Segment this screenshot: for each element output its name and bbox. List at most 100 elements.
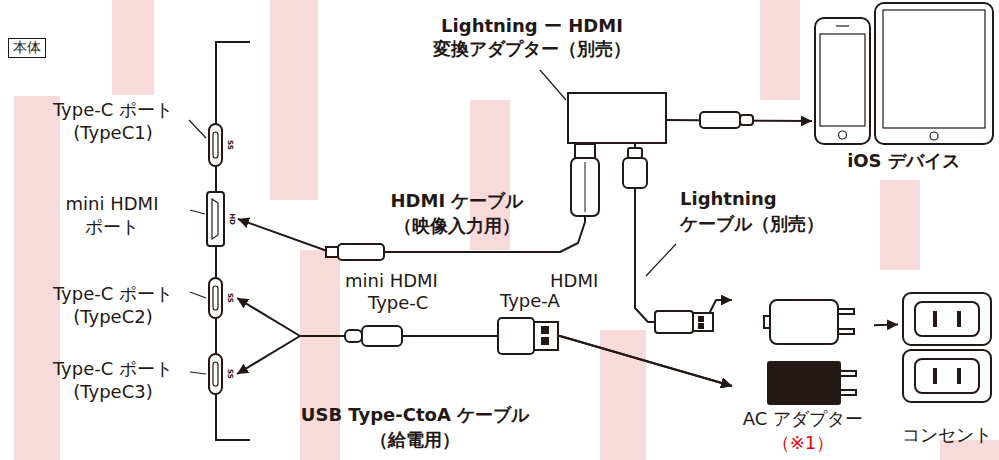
watermark: [270, 0, 318, 200]
type-c-port: [213, 132, 218, 158]
leader-line: [189, 120, 206, 138]
port-glyph: SS: [226, 293, 233, 303]
usb-c-plug: [345, 326, 402, 346]
outlet: コンセント: [898, 288, 996, 446]
ac-adapter-black: [840, 371, 856, 376]
port-shape: [207, 276, 237, 320]
wall-outlet: [915, 302, 979, 336]
type-c-port: [209, 354, 222, 394]
type-c-port: [209, 124, 222, 166]
ac-adapter-black: [768, 362, 840, 404]
hdmi-port: [207, 192, 224, 246]
node-heading: mini HDMI ポート: [37, 192, 187, 239]
cable-connector: [237, 298, 732, 386]
mini-hdmi-plug: [326, 244, 384, 260]
plug-label: HDMI: [550, 270, 598, 292]
hdmi-plug: [585, 162, 586, 212]
usb-a-plug: [498, 311, 713, 354]
port-shape: [207, 352, 237, 396]
leader-line: [540, 70, 566, 100]
node-label: （※1）: [772, 431, 835, 454]
type-c-port: [209, 278, 222, 318]
watermark: [112, 0, 154, 95]
hdmi-port: [207, 192, 224, 246]
hdmi-plug: [575, 144, 595, 158]
smartphone: [820, 34, 865, 126]
ac-adapter-white: [838, 329, 854, 334]
ac-adapter-white: [764, 316, 770, 328]
port-glyph: HD: [228, 213, 235, 225]
ios-device-shape: [812, 2, 995, 172]
leader-line: [190, 372, 206, 374]
leader-line: [189, 70, 676, 374]
wall-outlet: [903, 293, 991, 345]
usb-a-plug: [693, 313, 713, 331]
leader-line: [190, 292, 206, 298]
usb-c-plug: [345, 330, 362, 342]
ac-adapter: AC アダプター（※1）: [732, 288, 874, 454]
tablet: [883, 10, 985, 128]
type-c-port: [209, 278, 222, 318]
lightning-plug: [740, 115, 753, 125]
leader-line: [646, 244, 676, 276]
usb-a-plug: [542, 338, 548, 344]
wall-outlet: [915, 359, 979, 393]
mini-hdmi-plug: [338, 244, 384, 260]
watermark: [760, 0, 800, 100]
hdmi-port: [212, 199, 218, 239]
port-glyph: SS: [226, 369, 233, 379]
wall-outlet: [903, 293, 991, 402]
plug-label: Type-A: [500, 290, 560, 312]
port: Type-C ポート (TypeC2): [207, 276, 237, 320]
usb-a-plug: [699, 317, 703, 321]
type-c-port: [209, 124, 222, 166]
usb-a-plug: [699, 324, 703, 328]
type-c-port: [213, 286, 218, 310]
tablet: [930, 132, 938, 140]
plug-label: Type-C: [368, 292, 428, 314]
wall-outlet: [933, 368, 937, 384]
tablet: [875, 3, 993, 144]
node-label: AC アダプター: [743, 407, 863, 430]
watermark: [300, 250, 340, 460]
port-glyph: SS: [226, 140, 233, 150]
ac-adapter-white: [770, 300, 838, 344]
lightning-plug: [628, 148, 642, 158]
node-heading: Type-C ポート (TypeC3): [38, 357, 188, 404]
cable-connector: [238, 144, 585, 252]
hdmi-plug: [571, 144, 599, 216]
hdmi-plug: [571, 158, 599, 216]
wall-outlet: [957, 311, 961, 327]
watermark: [14, 96, 60, 460]
ac-adapter-white: [764, 300, 854, 344]
mini-hdmi-plug: [326, 247, 338, 257]
usb-a-plug: [542, 327, 548, 333]
smartphone: [836, 25, 849, 26]
lightning-plug: [700, 112, 740, 128]
lightning-plug: [623, 158, 647, 188]
leader-line: [190, 210, 205, 214]
ios-device: iOS デバイス: [812, 2, 995, 172]
type-c-port: [209, 354, 222, 394]
smartphone: [815, 18, 870, 144]
wall-outlet: [903, 350, 991, 402]
node-label: iOS デバイス: [847, 149, 960, 172]
usb-a-plug: [498, 318, 534, 354]
ac-adapter-black: [840, 390, 856, 395]
cable-connector: [237, 336, 732, 386]
adapter-box: Lightning ー HDMI 変換アダプター（別売）: [567, 92, 667, 144]
port: Type-C ポート (TypeC1): [207, 122, 237, 168]
smartphone: [839, 131, 847, 139]
usb-a-plug: [534, 322, 558, 350]
plug-label: mini HDMI: [345, 270, 438, 292]
node-label: コンセント: [902, 423, 992, 446]
smartphone: [815, 18, 870, 144]
node-heading: Type-C ポート (TypeC1): [38, 98, 188, 145]
node-heading: Type-C ポート (TypeC2): [38, 282, 188, 329]
port: Type-C ポート (TypeC3): [207, 352, 237, 396]
node-label: 本体: [13, 39, 41, 57]
node-heading: Lightning ー HDMI 変換アダプター（別売）: [417, 14, 647, 61]
tablet: [875, 3, 993, 144]
watermark: [880, 180, 920, 270]
